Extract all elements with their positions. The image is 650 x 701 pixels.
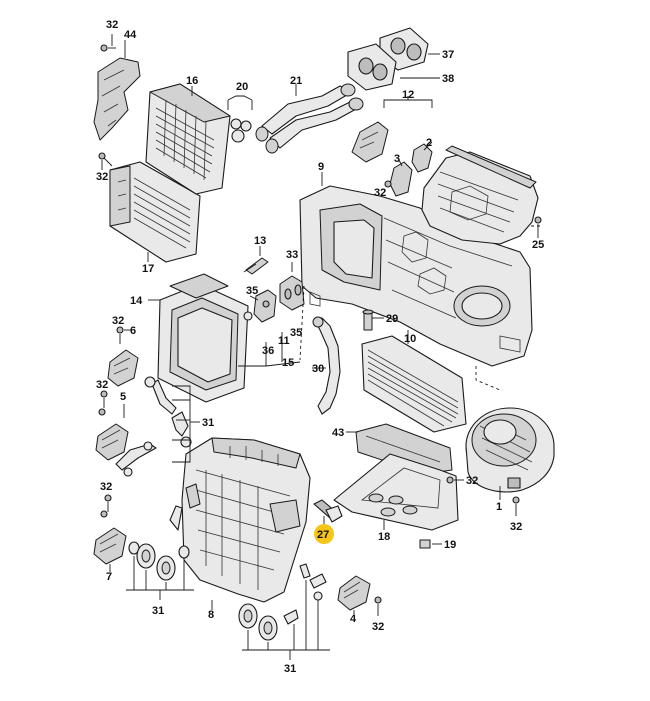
- callout-12: 12: [402, 89, 414, 101]
- screw-32-left-lower: [100, 494, 112, 518]
- screw-32-cover: [446, 476, 464, 484]
- callout-labels: 32 44 16 20 21 37 38 12 2 3 32 32 9 25 1…: [96, 19, 544, 675]
- callout-33: 33: [286, 249, 298, 261]
- callout-11: 11: [278, 335, 290, 347]
- callout-6: 6: [130, 325, 136, 337]
- callout-43: 43: [332, 427, 344, 439]
- part-18-bottom-cover: [333, 453, 459, 531]
- part-9-distribution-housing: [299, 172, 533, 367]
- callout-38: 38: [442, 73, 454, 85]
- callout-8: 8: [208, 609, 214, 621]
- screw-19: [419, 539, 442, 549]
- callout-31: 31: [152, 605, 164, 617]
- part-12-actuator-group: [351, 96, 433, 197]
- part-11-valve-block: [238, 289, 301, 367]
- callout-13: 13: [254, 235, 266, 247]
- part-1-blower-motor: [465, 407, 555, 500]
- callout-15: 15: [282, 357, 294, 369]
- callout-32: 32: [106, 19, 118, 31]
- part-37-38-gaskets: [347, 27, 440, 91]
- callout-16: 16: [186, 75, 198, 87]
- callout-37: 37: [442, 49, 454, 61]
- callout-3: 3: [394, 153, 400, 165]
- part-10-pollen-filter: [361, 330, 467, 433]
- part-27-temperature-sensor: [313, 499, 343, 526]
- callout-31: 31: [202, 417, 214, 429]
- callout-5: 5: [120, 391, 126, 403]
- callout-27-highlight: 27: [314, 524, 334, 544]
- callout-35: 35: [290, 327, 302, 339]
- part-31-gears-bottom: [238, 563, 330, 660]
- callout-32: 32: [96, 379, 108, 391]
- callout-32: 32: [100, 481, 112, 493]
- callout-31: 31: [284, 663, 296, 675]
- callout-32: 32: [96, 171, 108, 183]
- callout-30: 30: [312, 363, 324, 375]
- part-7-actuator: [93, 527, 127, 572]
- screw-32-left-mid: [98, 390, 108, 416]
- callout-32: 32: [112, 315, 124, 327]
- callout-19: 19: [444, 539, 456, 551]
- part-17-heater-core: [109, 161, 201, 263]
- callout-32: 32: [372, 621, 384, 633]
- highlight-marker: [314, 524, 334, 544]
- callout-21: 21: [290, 75, 302, 87]
- part-4-actuator: [337, 575, 371, 614]
- callout-27: 27: [317, 529, 329, 541]
- assembly-lines: [299, 225, 540, 391]
- callout-32: 32: [466, 475, 478, 487]
- callout-2: 2: [426, 137, 432, 149]
- part-14-filter-frame: [148, 273, 249, 403]
- part-30-hose: [312, 316, 341, 415]
- part-16-evaporator: [145, 83, 231, 195]
- callout-10: 10: [404, 333, 416, 345]
- callout-9: 9: [318, 161, 324, 173]
- part-31-linkages-left: [115, 376, 200, 477]
- callout-7: 7: [106, 571, 112, 583]
- callout-17: 17: [142, 263, 154, 275]
- part-33-expansion-valve: [279, 262, 305, 311]
- part-6-actuator: [107, 326, 139, 387]
- part-43-seal: [346, 423, 453, 475]
- callout-1: 1: [496, 501, 502, 513]
- screw-29: [362, 309, 384, 331]
- part-5-actuator: [95, 404, 129, 461]
- callout-32: 32: [374, 187, 386, 199]
- screw-32-left-upper: [98, 152, 113, 170]
- callout-29: 29: [386, 313, 398, 325]
- callout-14: 14: [130, 295, 143, 307]
- callout-4: 4: [350, 613, 357, 625]
- screw-32-bottom: [374, 596, 382, 616]
- part-44-bracket: [93, 34, 141, 141]
- callout-25: 25: [532, 239, 544, 251]
- part-20-o-rings: [227, 95, 253, 143]
- part-13-bolt: [243, 246, 269, 275]
- part-8-lower-housing: [181, 437, 311, 610]
- callout-32: 32: [510, 521, 522, 533]
- part-31-gears-left: [126, 505, 194, 600]
- screw-25: [534, 216, 542, 238]
- callout-35: 35: [246, 285, 258, 297]
- callout-44: 44: [124, 29, 137, 41]
- callout-36: 36: [262, 345, 274, 357]
- blower-housing-upper: [421, 145, 539, 245]
- part-21-ac-pipes: [255, 83, 364, 154]
- callout-18: 18: [378, 531, 390, 543]
- callout-20: 20: [236, 81, 248, 93]
- screw-32-motor: [512, 496, 520, 516]
